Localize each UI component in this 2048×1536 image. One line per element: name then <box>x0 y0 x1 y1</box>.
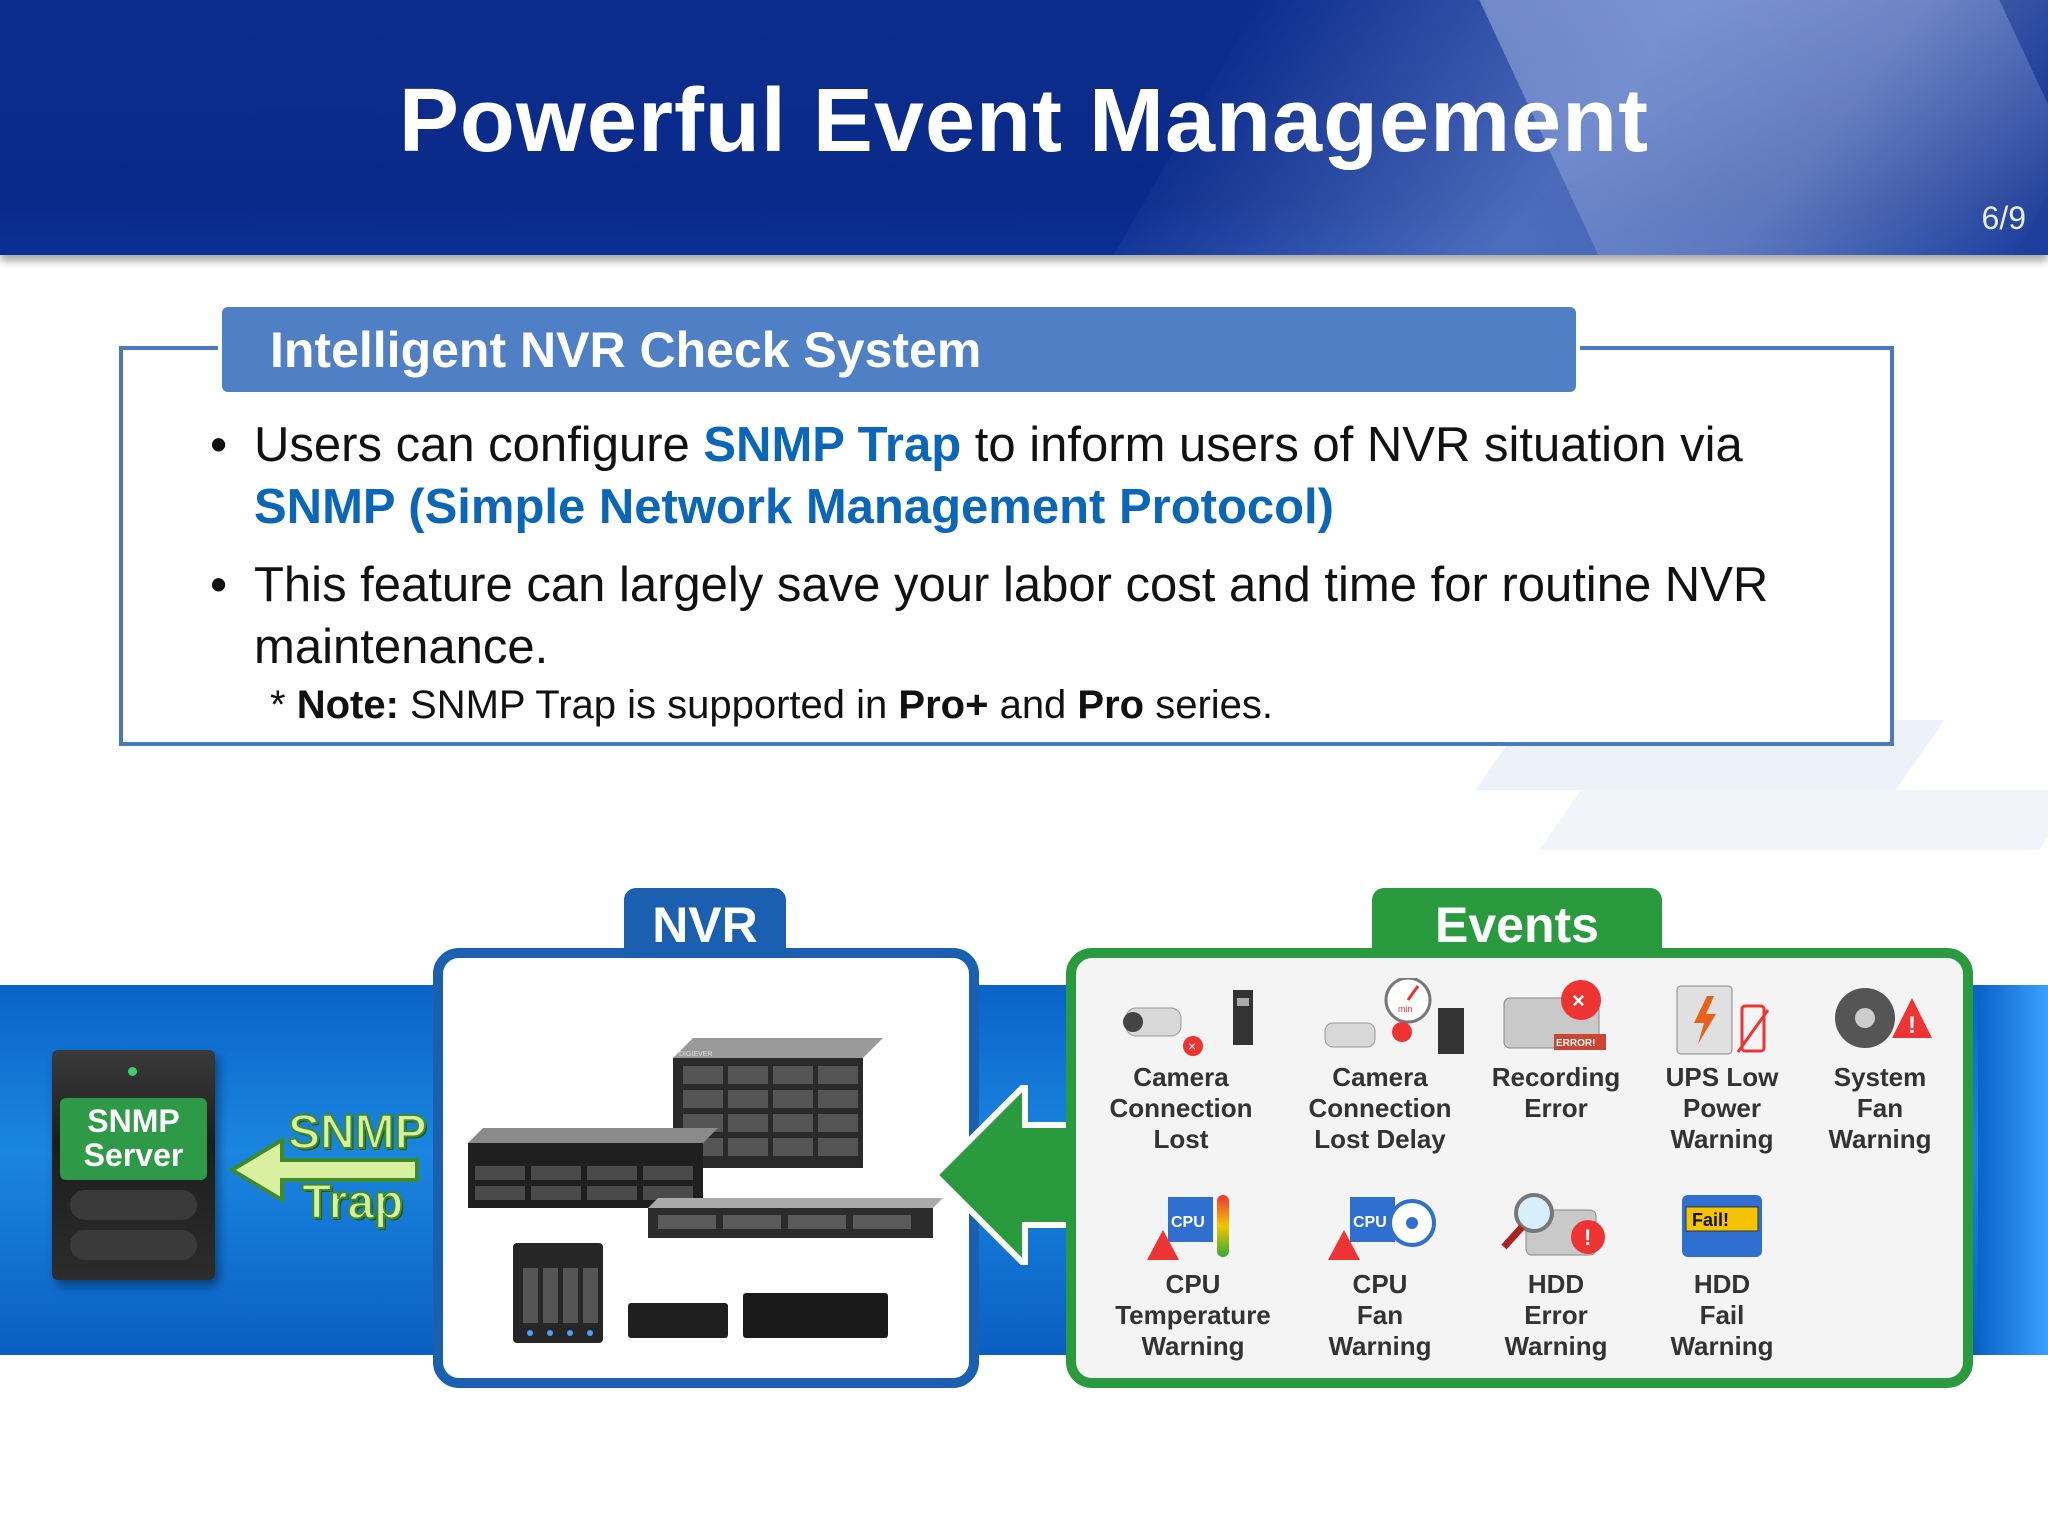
bullet-text: Users can configure SNMP Trap to inform … <box>254 414 1874 538</box>
bullet-highlight: SNMP (Simple Network Management Protocol… <box>254 480 1334 534</box>
server-slot <box>70 1190 197 1220</box>
nvr-devices-image: DIGIEVER <box>468 1038 943 1343</box>
svg-text:!: ! <box>1584 1225 1591 1250</box>
svg-text:×: × <box>1188 1038 1196 1054</box>
server-led-icon <box>128 1067 137 1076</box>
info-box-heading-label: Intelligent NVR Check System <box>270 322 982 378</box>
system-fan-icon: ! <box>1820 978 1940 1058</box>
cpu-temperature-icon: CPU <box>1133 1185 1253 1265</box>
note-bold: Pro <box>1077 683 1145 727</box>
bullet-text-part: Users can configure <box>254 418 704 472</box>
diagram-band-edge <box>1978 985 2048 1355</box>
info-box-heading: Intelligent NVR Check System <box>218 303 1580 396</box>
note-part: series. <box>1144 683 1274 727</box>
trap-arrow-icon <box>228 1136 419 1204</box>
hdd-error-icon: ! <box>1496 1185 1616 1265</box>
note-bold: Pro+ <box>898 683 989 727</box>
page-number: 6/9 <box>1981 200 2026 236</box>
svg-text:min: min <box>1398 1004 1413 1014</box>
svg-text:!: ! <box>1908 1012 1916 1039</box>
bullet-text: This feature can largely save your labor… <box>254 558 1769 674</box>
events-tab: Events <box>1372 888 1662 958</box>
note-part: and <box>988 683 1078 727</box>
tower-nvr <box>513 1243 603 1343</box>
server-label-line: SNMP <box>87 1103 180 1139</box>
snmp-server-label: SNMP Server <box>60 1098 207 1180</box>
nvr-box: DIGIEVER <box>433 948 979 1388</box>
note-label: Note: <box>296 683 399 727</box>
rack-nvr-large: DIGIEVER <box>673 1038 883 1168</box>
svg-text:DIGIEVER: DIGIEVER <box>679 1051 712 1058</box>
svg-text:×: × <box>1572 988 1585 1013</box>
camera-delay-icon: min <box>1320 976 1464 1058</box>
svg-text:Fail!: Fail! <box>1692 1210 1729 1230</box>
note-prefix: * <box>270 683 297 727</box>
svg-text:ERROR!: ERROR! <box>1556 1038 1595 1049</box>
mini-nvr <box>628 1303 728 1338</box>
slide-header: Powerful Event Management 6/9 <box>0 0 2048 255</box>
nvr-title: NVR <box>652 897 758 953</box>
trap-label: Trap <box>301 1175 404 1230</box>
bullet-dot: • <box>210 418 228 472</box>
rack-nvr-slim <box>648 1198 943 1238</box>
note-part: SNMP Trap is supported in <box>398 683 899 727</box>
info-box <box>119 346 1894 746</box>
bullet-text-part: to inform users of NVR situation via <box>961 418 1743 472</box>
trap-label: SNMP <box>287 1105 428 1160</box>
camera-disconnect-icon: × <box>1121 978 1253 1058</box>
server-slot <box>70 1230 197 1260</box>
bullet-dot: • <box>210 558 228 612</box>
slide-title: Powerful Event Management <box>398 71 1650 171</box>
compact-nvr <box>743 1293 888 1338</box>
nvr-tab: NVR <box>624 888 786 958</box>
hdd-fail-icon: Fail! <box>1662 1185 1782 1265</box>
cpu-fan-icon: CPU <box>1320 1185 1440 1265</box>
svg-text:CPU: CPU <box>1353 1214 1387 1231</box>
rack-nvr-medium <box>468 1128 718 1208</box>
bullet-highlight: SNMP Trap <box>703 418 962 472</box>
note-text: * Note: SNMP Trap is supported in Pro+ a… <box>270 683 1273 728</box>
server-label-line: Server <box>83 1137 184 1173</box>
ups-battery-icon <box>1662 978 1782 1058</box>
recording-error-icon: × ERROR! <box>1496 978 1616 1058</box>
snmp-server: SNMP Server <box>52 1050 215 1280</box>
background-streak <box>1538 790 2048 850</box>
event-flow-arrow-icon <box>935 1085 1075 1265</box>
svg-text:CPU: CPU <box>1171 1214 1205 1231</box>
events-title: Events <box>1435 897 1599 953</box>
